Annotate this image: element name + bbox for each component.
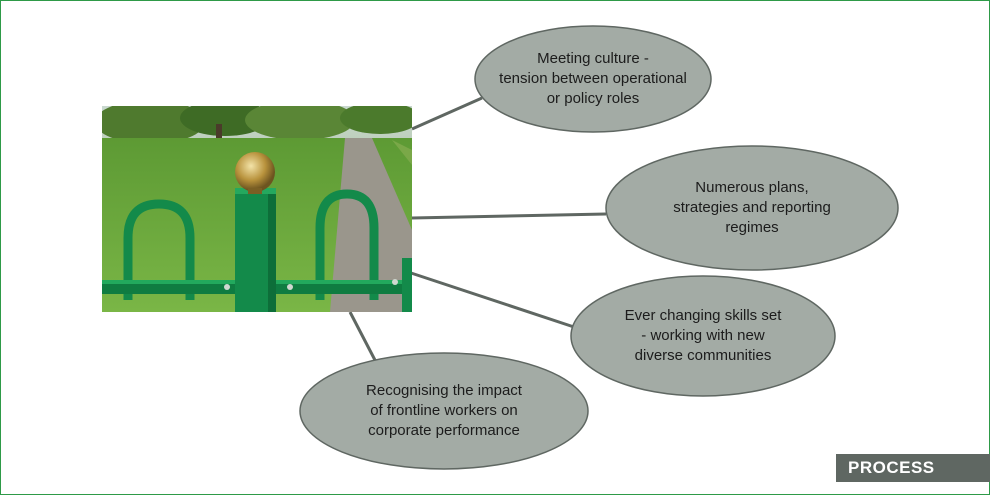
- connector-line-3: [407, 270, 578, 330]
- bubble-text: Ever changing skills set - working with …: [624, 307, 782, 364]
- connectors: [348, 96, 607, 365]
- bubble-meeting-culture: Meeting culture - tension between operat…: [475, 26, 711, 132]
- bubble-text: Numerous plans, strategies and reporting…: [673, 179, 831, 236]
- bubble-shape-1: [474, 25, 712, 133]
- connector-line-4: [348, 311, 379, 365]
- bubble-shape-3: [570, 275, 836, 397]
- bubble-shape-2: [605, 145, 899, 271]
- connector-line-2: [411, 212, 607, 220]
- bubble-text: Meeting culture - tension between operat…: [499, 50, 687, 107]
- bubble-shape-4: [299, 352, 589, 470]
- process-badge: PROCESS: [836, 454, 990, 482]
- bubble-text: Recognising the impact of frontline work…: [366, 382, 522, 439]
- bubbles: [299, 25, 899, 470]
- connector-line-1: [411, 96, 483, 131]
- bubble-skills-set: Ever changing skills set - working with …: [571, 276, 835, 396]
- bubble-numerous-plans: Numerous plans, strategies and reporting…: [606, 146, 898, 270]
- park-gate-photo: [102, 106, 412, 312]
- bubble-frontline-workers: Recognising the impact of frontline work…: [300, 353, 588, 469]
